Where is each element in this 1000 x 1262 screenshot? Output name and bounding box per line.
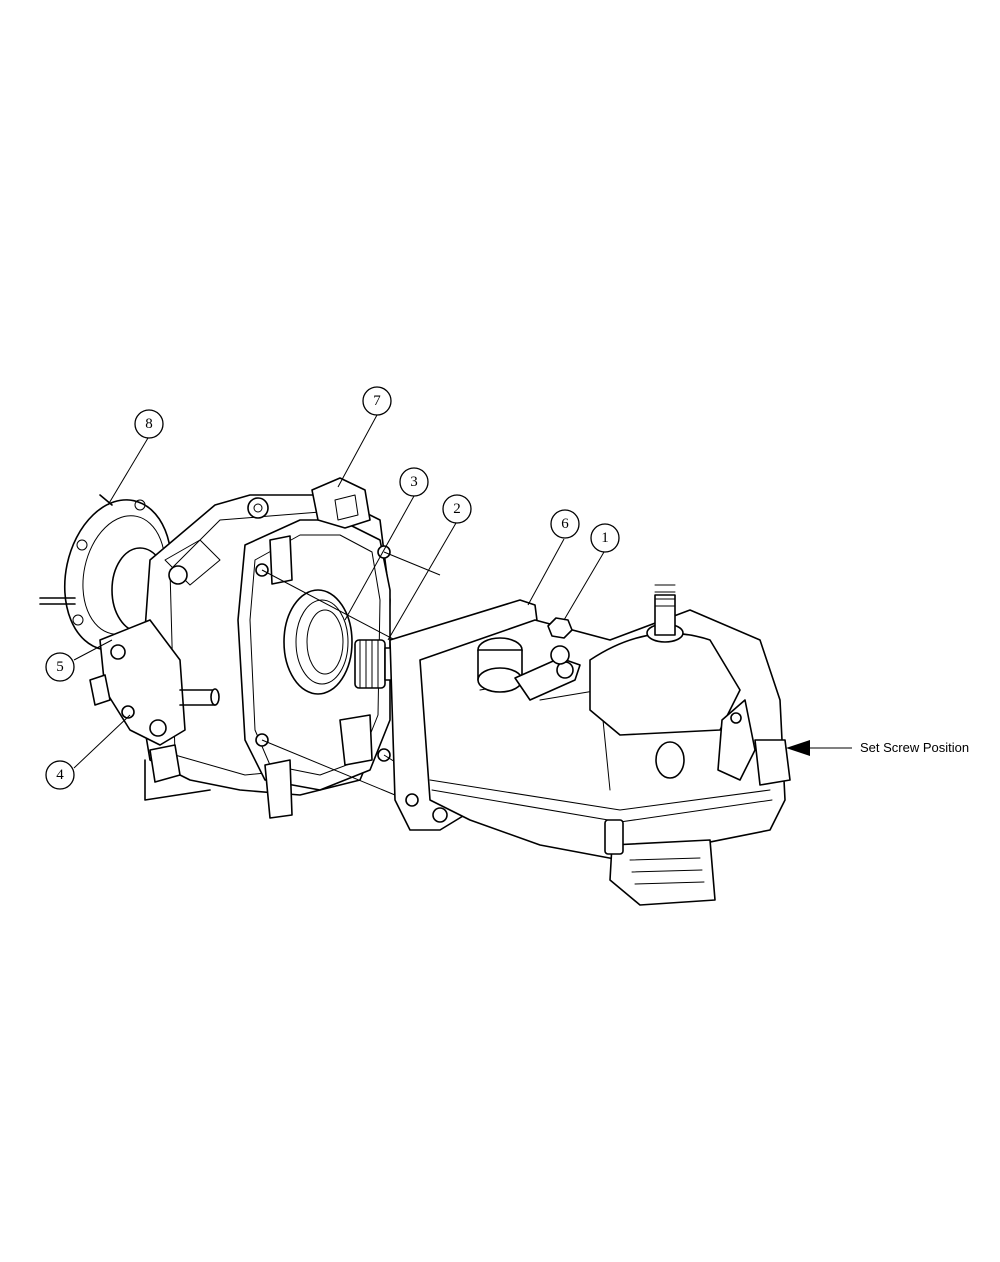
callout-label-8: 8: [145, 416, 153, 432]
set-screw-note: Set Screw Position: [786, 740, 969, 756]
cover-plate: [237, 477, 391, 819]
note-label: Set Screw Position: [860, 740, 969, 755]
note-arrow-head: [786, 740, 810, 756]
brake-bracket: [89, 619, 220, 801]
transmission-housing: [389, 584, 791, 906]
callout-7: 7: [362, 386, 392, 416]
callout-label-7: 7: [373, 393, 381, 409]
input-gear: [354, 639, 402, 689]
callout-5: 5: [45, 652, 75, 682]
callout-label-2: 2: [453, 501, 461, 517]
callout-label-5: 5: [56, 659, 64, 675]
callout-1: 1: [590, 523, 620, 553]
callout-label-6: 6: [561, 516, 569, 532]
callout-3: 3: [399, 467, 429, 497]
callout-2: 2: [442, 494, 472, 524]
callout-label-4: 4: [56, 767, 64, 783]
callout-6: 6: [550, 509, 580, 539]
callout-label-3: 3: [410, 474, 418, 490]
callout-leaders: [73, 414, 605, 769]
callout-8: 8: [134, 409, 164, 439]
callout-4: 4: [45, 760, 75, 790]
callout-label-1: 1: [601, 530, 609, 546]
